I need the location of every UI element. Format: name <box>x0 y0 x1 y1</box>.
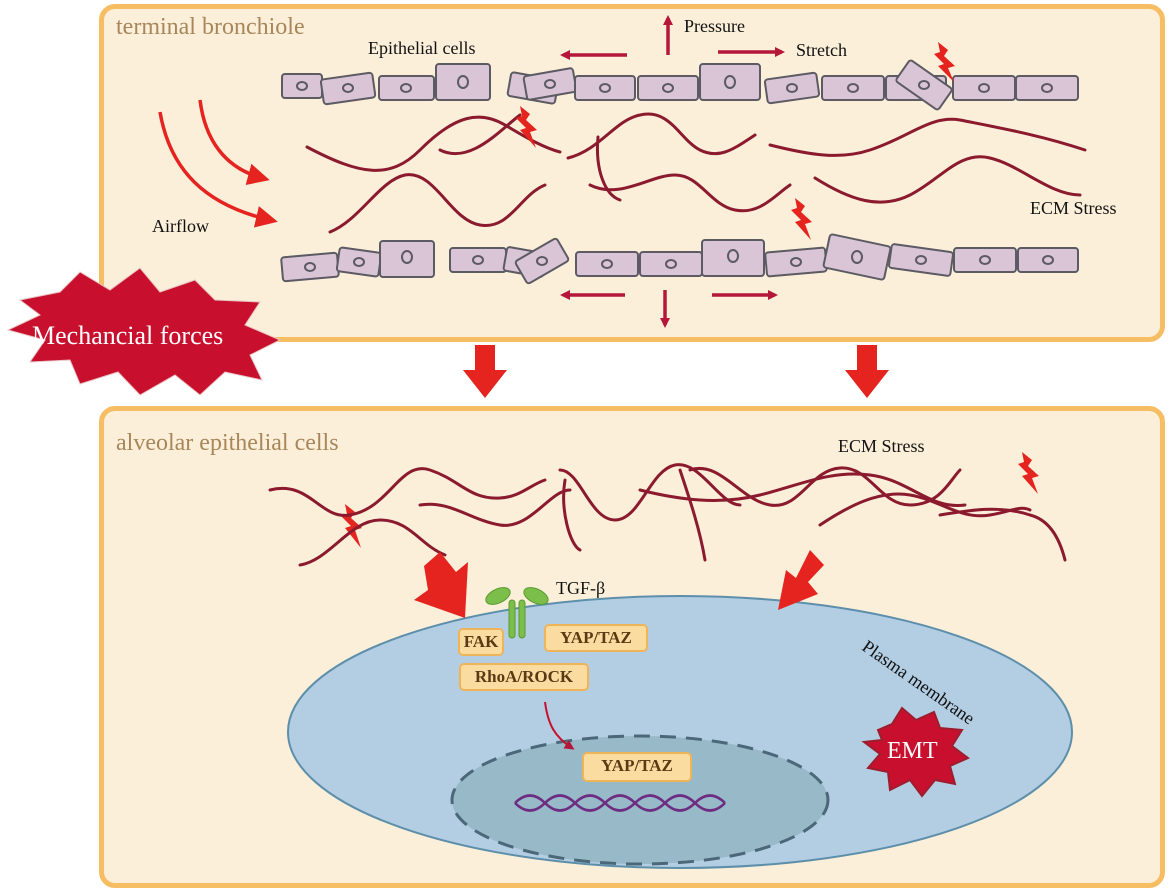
epithelial-cells-label: Epithelial cells <box>368 38 476 58</box>
pressure-label: Pressure <box>684 16 745 36</box>
lightning-icon <box>1018 452 1039 494</box>
arrow-icon <box>778 550 824 610</box>
ecm-stress-top-label: ECM Stress <box>1030 198 1117 218</box>
arrow-icon <box>414 552 468 618</box>
top-panel-title: terminal bronchiole <box>116 14 305 40</box>
terminal-bronchiole-panel <box>99 4 1165 342</box>
epithelial-cells-bottom-row <box>280 233 1079 285</box>
epithelial-cells-top-row <box>281 59 1079 111</box>
emt-starburst <box>861 706 970 798</box>
dna-helix-icon <box>514 794 726 812</box>
lightning-icon <box>516 106 537 148</box>
fak-badge: FAK <box>458 628 504 656</box>
arrow-icon <box>845 345 889 398</box>
ecm-fibers-top <box>305 112 1087 234</box>
rhoa-rock-badge: RhoA/ROCK <box>459 663 589 691</box>
mechanical-forces-label: Mechancial forces <box>32 321 224 350</box>
signaling-arrow <box>544 701 575 750</box>
receptor-icon <box>485 587 549 639</box>
yap-taz-nucleus-badge: YAP/TAZ <box>582 752 692 782</box>
tgf-beta-label: TGF-β <box>556 578 606 598</box>
force-arrows <box>560 15 785 328</box>
emt-label: EMT <box>887 738 938 764</box>
airflow-arrows <box>158 99 278 228</box>
lightning-icons <box>341 42 1039 548</box>
airflow-label: Airflow <box>152 216 209 236</box>
mechanical-forces-starburst <box>6 267 282 396</box>
stretch-label: Stretch <box>796 40 847 60</box>
yap-taz-membrane-badge: YAP/TAZ <box>544 624 648 652</box>
arrow-icon <box>198 99 270 185</box>
bottom-panel-title: alveolar epithelial cells <box>116 430 339 456</box>
arrow-icon <box>158 111 278 228</box>
ecm-stress-bottom-label: ECM Stress <box>838 436 925 456</box>
lightning-icon <box>791 198 812 240</box>
lightning-icon <box>934 42 955 82</box>
ecm-fibers-bottom <box>268 463 1067 567</box>
transition-arrows <box>463 345 889 398</box>
arrow-icon <box>463 345 507 398</box>
stress-arrows <box>414 550 824 618</box>
